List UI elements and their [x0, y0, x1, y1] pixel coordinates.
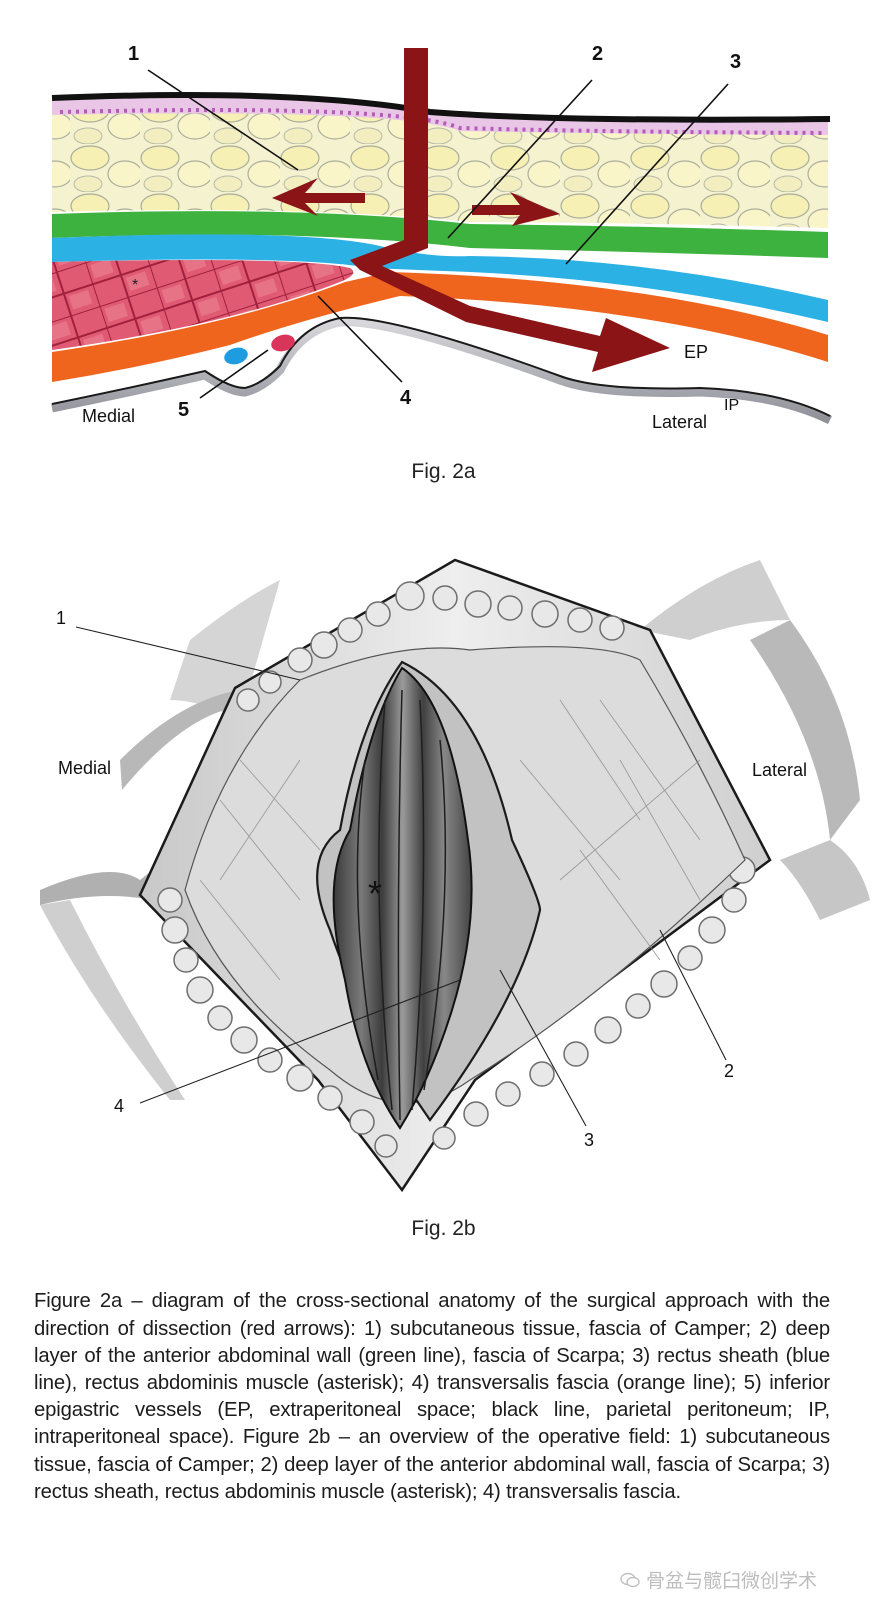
rectus-abdominis-muscle — [52, 260, 354, 350]
callout-2: 2 — [592, 43, 603, 65]
callout-3: 3 — [584, 1130, 594, 1150]
wechat-icon — [620, 1572, 640, 1587]
figure-2a-cross-section: * 1 2 3 4 — [0, 0, 887, 440]
figure-caption: Figure 2a – diagram of the cross-section… — [34, 1290, 830, 1503]
dermis-layer — [52, 98, 828, 135]
callout-4: 4 — [400, 387, 412, 409]
watermark: 骨盆与髋臼微创学术 — [620, 1566, 817, 1593]
operative-field-drawing: * 1 2 3 4 Medial Lateral — [40, 558, 870, 1193]
inferior-epigastric-artery — [271, 334, 295, 352]
ep-label: EP — [684, 342, 708, 362]
callout-5: 5 — [178, 399, 189, 421]
lateral-label: Lateral — [652, 412, 707, 432]
muscle-asterisk: * — [132, 277, 138, 294]
fig-2b-label: Fig. 2b — [411, 1217, 476, 1240]
fat-lobules — [157, 581, 756, 1158]
callout-1: 1 — [56, 608, 66, 628]
muscle-fibers — [356, 689, 447, 1121]
watermark-text: 骨盆与髋臼微创学术 — [646, 1570, 818, 1592]
transversalis-fascia-layer — [52, 272, 828, 382]
callout-1: 1 — [128, 43, 139, 65]
leader-lines — [75, 626, 727, 1127]
callout-2: 2 — [724, 1061, 734, 1081]
parietal-peritoneum-line — [51, 317, 833, 425]
lateral-label: Lateral — [752, 760, 807, 780]
fig-2a-label: Fig. 2a — [411, 460, 476, 483]
callout-4: 4 — [114, 1096, 124, 1116]
skin-line — [51, 92, 831, 123]
cross-section-diagram: * 1 2 3 4 — [51, 43, 833, 432]
medial-label: Medial — [82, 406, 135, 426]
scarpa-fascia-layer — [52, 211, 828, 258]
figure-2b-operative-field: * 1 2 3 4 Medial Lateral — [0, 540, 887, 1210]
rectus-abdominis-muscle — [332, 666, 473, 1130]
rectus-sheath-layer — [52, 234, 828, 322]
leader-lines — [147, 69, 729, 399]
inferior-epigastric-vein — [224, 347, 248, 365]
dissection-arrows — [272, 48, 670, 372]
skin-flaps — [40, 560, 870, 1100]
ip-label: IP — [724, 397, 739, 414]
medial-label: Medial — [58, 758, 111, 778]
muscle-asterisk: * — [368, 873, 382, 914]
callout-3: 3 — [730, 51, 741, 73]
fascia-texture — [199, 699, 701, 981]
